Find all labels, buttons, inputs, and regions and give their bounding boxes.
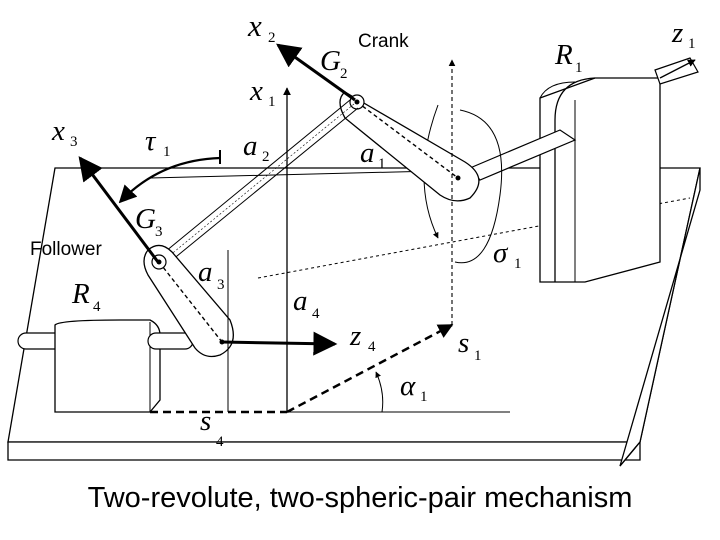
- coupler-rod: [159, 99, 359, 266]
- bearing-block-r1: [469, 57, 699, 283]
- label-crank: Crank: [358, 31, 409, 52]
- label-s4-base: s: [200, 405, 211, 437]
- label-x1-sub: 1: [268, 94, 276, 110]
- label-s1-sub: 1: [474, 348, 482, 364]
- crank-link: [339, 91, 480, 202]
- label-z4-base: z: [349, 320, 361, 352]
- label-alpha1-base: α: [400, 370, 416, 402]
- bearing-block-r4: [17, 319, 194, 413]
- label-x1-base: x: [249, 75, 263, 107]
- label-tau1-base: τ: [145, 125, 157, 157]
- label-a1-sub: 1: [378, 156, 386, 172]
- label-alpha1-sub: 1: [420, 389, 428, 405]
- label-tau1-sub: 1: [163, 144, 171, 160]
- label-z1-sub: 1: [688, 36, 696, 52]
- label-follower: Follower: [30, 239, 102, 260]
- base-plate: [7, 167, 701, 467]
- symbol-labels: x 2 x 1 x 3 z 1 z 4 G 2 G 3 R 1 R 4 τ 1 …: [30, 8, 696, 450]
- label-x2-sub: 2: [268, 30, 276, 46]
- label-r1-sub: 1: [575, 60, 583, 76]
- label-x2-base: x: [247, 8, 262, 43]
- label-a1-base: a: [360, 137, 375, 169]
- label-r4-sub: 4: [93, 299, 101, 315]
- label-g3-base: G: [135, 203, 156, 235]
- label-a3-base: a: [198, 256, 213, 288]
- label-r1-base: R: [554, 39, 573, 71]
- label-z1-base: z: [671, 17, 683, 49]
- figure-caption: Two-revolute, two-spheric-pair mechanism: [87, 482, 633, 514]
- label-g2-sub: 2: [340, 66, 348, 82]
- label-a2-sub: 2: [262, 149, 270, 165]
- label-a4-sub: 4: [312, 306, 320, 322]
- label-g2-base: G: [320, 45, 341, 77]
- label-a3-sub: 3: [217, 277, 225, 293]
- label-r4-base: R: [71, 278, 90, 310]
- label-x3-base: x: [51, 115, 65, 147]
- label-a4-base: a: [293, 285, 308, 317]
- label-sigma1-sub: 1: [514, 256, 522, 272]
- label-s4-sub: 4: [216, 434, 224, 450]
- label-g3-sub: 3: [155, 224, 163, 240]
- label-a2-base: a: [243, 130, 258, 162]
- label-x3-sub: 3: [70, 134, 78, 150]
- label-z4-sub: 4: [368, 339, 376, 355]
- label-s1-base: s: [458, 327, 469, 359]
- coordinate-axes: [78, 43, 696, 414]
- label-sigma1-base: σ: [493, 237, 509, 269]
